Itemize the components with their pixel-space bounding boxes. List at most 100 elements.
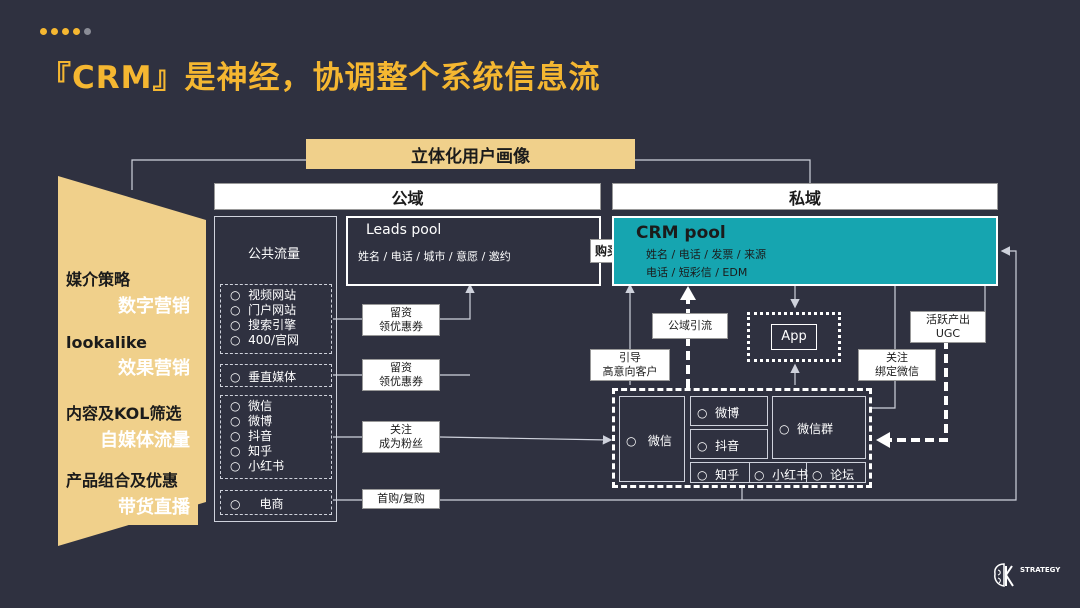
strategy-sub: 数字营销 xyxy=(118,296,190,317)
channel-bottom-row xyxy=(690,462,866,483)
leads-pool-title: Leads pool xyxy=(366,222,442,238)
item-label: 垂直媒体 xyxy=(248,370,297,384)
list-item: ○ 抖音 xyxy=(230,429,273,443)
channel-label: 微博 xyxy=(715,406,740,420)
logo-text: STRATEGY xyxy=(1020,566,1061,574)
strategy-sub: 自媒体流量 xyxy=(100,430,190,451)
list-item: ○ 电商 xyxy=(230,497,284,511)
crm-pool-box xyxy=(612,216,998,286)
strategy-sub: 效果营销 xyxy=(118,358,190,379)
connector-label: 留资 xyxy=(390,361,412,374)
traffic-group-social-list: ○ 微信 ○ 微博 ○ 抖音 ○ 知乎 ○ 小红书 xyxy=(230,399,284,474)
traffic-group-portals xyxy=(220,284,332,354)
label-text: 活跃产出 xyxy=(926,313,970,326)
connector-label: 关注 xyxy=(390,423,412,436)
traffic-group-ecommerce xyxy=(220,490,332,515)
dot xyxy=(51,28,58,35)
label-follow-bind-wechat: 关注绑定微信 xyxy=(858,349,936,381)
list-item: ○ 垂直媒体 xyxy=(230,370,297,384)
dot xyxy=(84,28,91,35)
item-label: 视频网站 xyxy=(248,288,297,302)
channel-weibo: ○ 微博 xyxy=(697,406,740,420)
label-guide-high-intent: 引导高意向客户 xyxy=(590,349,670,381)
connector-follow-fan: 关注成为粉丝 xyxy=(362,421,440,453)
public-domain-header: 公域 xyxy=(214,183,601,210)
divider xyxy=(749,462,750,483)
private-channels-container xyxy=(612,388,872,488)
label-text: 关注 xyxy=(886,351,908,364)
label-text: 绑定微信 xyxy=(875,365,919,378)
channel-label: 论坛 xyxy=(830,468,855,482)
strategy-lookalike: lookalike 效果营销 xyxy=(58,329,198,389)
crm-pool-fields: 姓名 / 电话 / 发票 / 来源 xyxy=(646,248,767,261)
channel-forum: ○ 论坛 xyxy=(812,468,855,482)
user-portrait-banner: 立体化用户画像 xyxy=(306,139,635,169)
channel-douyin: ○ 抖音 xyxy=(697,439,740,453)
crm-pool-channels: 电话 / 短彩信 / EDM xyxy=(646,266,748,279)
list-item: ○ 微信 xyxy=(230,399,273,413)
app-container xyxy=(747,312,841,362)
strategy-sub: 带货直播 xyxy=(118,497,190,518)
label-text: UGC xyxy=(935,327,961,340)
connector-leave-info-1: 留资领优惠券 xyxy=(362,304,440,336)
private-domain-header: 私域 xyxy=(612,183,998,210)
public-traffic-title: 公共流量 xyxy=(248,247,301,262)
connector-leave-info-2: 留资领优惠券 xyxy=(362,359,440,391)
connector-label: 首购/复购 xyxy=(377,492,425,505)
strategy-product-bundle: 产品组合及优惠 带货直播 xyxy=(58,463,198,525)
item-label: 微信 xyxy=(248,399,273,413)
channel-zhihu: ○ 知乎 xyxy=(697,468,740,482)
traffic-group-social xyxy=(220,395,332,479)
channel-label: 知乎 xyxy=(715,468,740,482)
strategy-title: 媒介策略 xyxy=(66,270,131,289)
connector-label: 领优惠券 xyxy=(379,320,423,333)
item-label: 小红书 xyxy=(248,459,285,473)
connector-purchase: 首购/复购 xyxy=(362,489,440,509)
channel-xhs: ○ 小红书 xyxy=(754,468,809,482)
strategy-content-kol: 内容及KOL筛选 自媒体流量 xyxy=(58,396,198,456)
label-public-traffic-guide: 公域引流 xyxy=(652,313,728,339)
channel-wechat-group-box xyxy=(772,396,866,459)
channel-wechat-group: ○ 微信群 xyxy=(779,422,834,436)
label-text: 引导 xyxy=(619,351,641,364)
list-item: ○ 视频网站 xyxy=(230,288,297,302)
list-item: ○ 搜索引擎 xyxy=(230,318,297,332)
strategy-title: lookalike xyxy=(66,333,147,352)
channel-weibo-box xyxy=(690,396,768,426)
channel-label: 抖音 xyxy=(715,439,740,453)
strategy-media: 媒介策略 数字营销 xyxy=(58,262,198,322)
channel-label: 小红书 xyxy=(772,468,809,482)
channel-wechat: ○ 微信 xyxy=(626,434,672,448)
list-item: ○ 400/官网 xyxy=(230,333,300,347)
item-label: 知乎 xyxy=(248,444,273,458)
strategy-title: 产品组合及优惠 xyxy=(66,471,179,490)
item-label: 微博 xyxy=(248,414,273,428)
public-traffic-column xyxy=(214,216,337,522)
channel-label: 微信群 xyxy=(797,422,834,436)
list-item: ○ 小红书 xyxy=(230,459,285,473)
connector-label: 领优惠券 xyxy=(379,375,423,388)
app-box: App xyxy=(771,324,817,350)
channel-douyin-box xyxy=(690,429,768,459)
list-item: ○ 知乎 xyxy=(230,444,273,458)
crm-pool-title: CRM pool xyxy=(636,223,726,243)
dot xyxy=(73,28,80,35)
divider xyxy=(806,462,807,483)
channel-wechat-box xyxy=(619,396,685,482)
item-label: 400/官网 xyxy=(248,333,300,347)
brain-logo-icon xyxy=(994,563,1014,587)
label-text: 高意向客户 xyxy=(602,365,658,378)
connector-label: 成为粉丝 xyxy=(379,437,423,450)
leads-pool-fields: 姓名 / 电话 / 城市 / 意愿 / 邀约 xyxy=(358,250,511,263)
list-item: ○ 微博 xyxy=(230,414,273,428)
decor-dots xyxy=(40,28,91,35)
item-label: 搜索引擎 xyxy=(248,318,297,332)
item-label: 抖音 xyxy=(248,429,273,443)
page-title: 『CRM』是神经，协调整个系统信息流 xyxy=(40,60,601,96)
dot xyxy=(40,28,47,35)
item-label: 门户网站 xyxy=(248,303,297,317)
dot xyxy=(62,28,69,35)
traffic-group-portals-list: ○ 视频网站 ○ 门户网站 ○ 搜索引擎 ○ 400/官网 xyxy=(230,288,299,348)
strategy-title: 内容及KOL筛选 xyxy=(66,404,182,423)
